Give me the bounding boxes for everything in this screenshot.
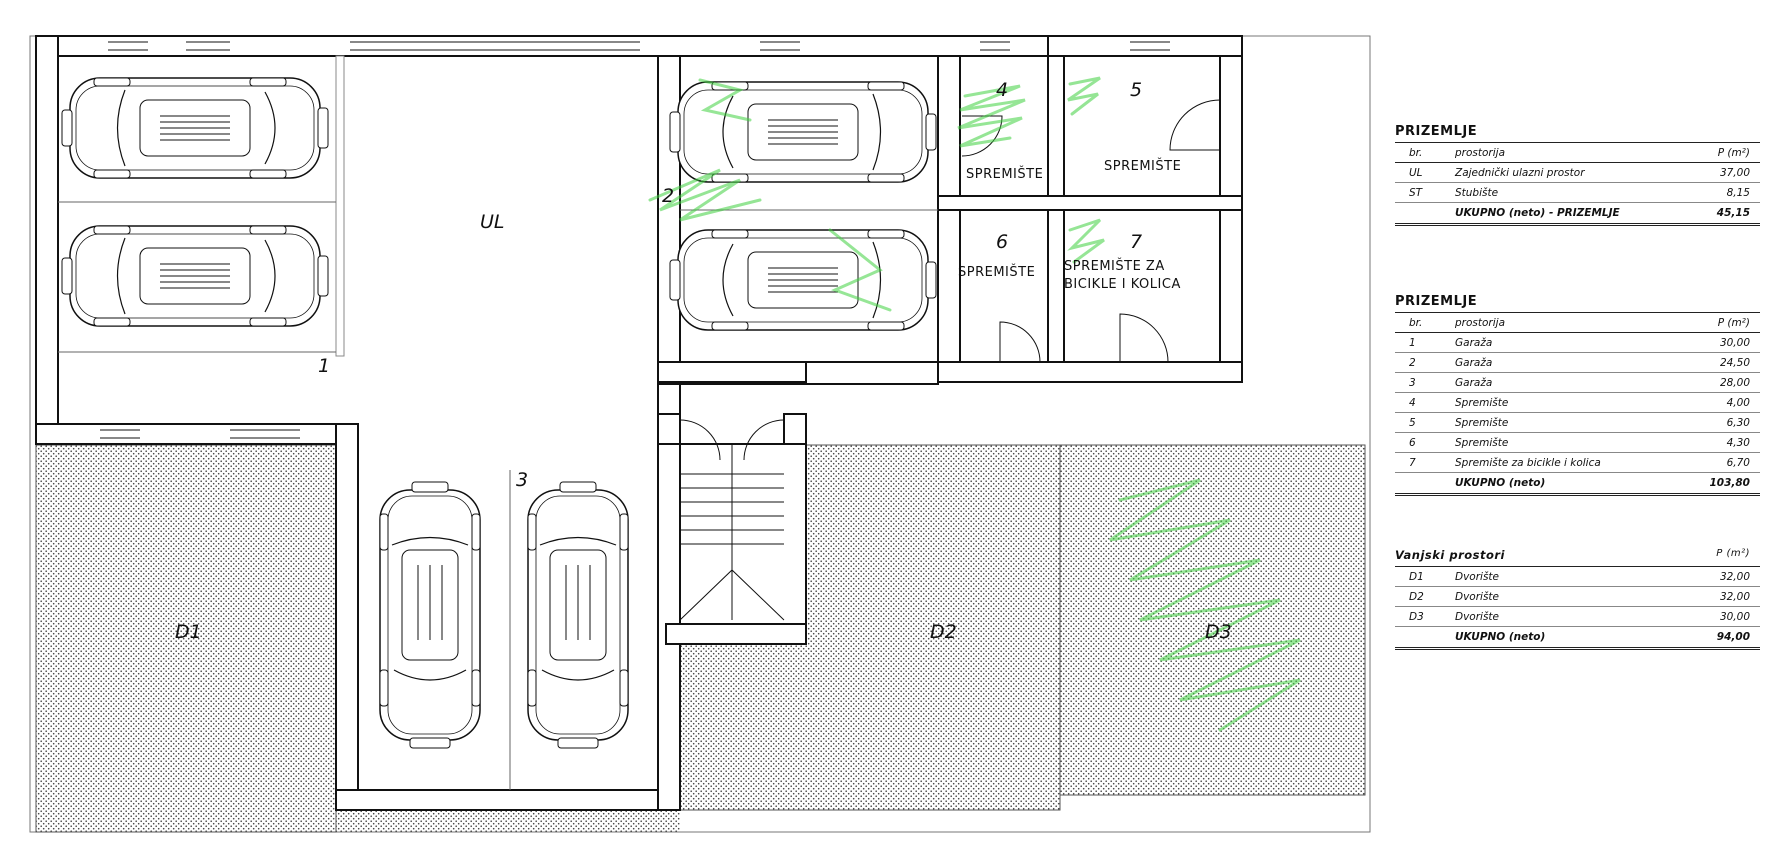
table-row: ST Stubište 8,15 (1395, 183, 1760, 203)
zone-label-d2: D2 (930, 621, 957, 643)
room-label-7-line1: SPREMIŠTE ZA (1064, 258, 1165, 274)
table-total-row: UKUPNO (neto) 103,80 (1395, 473, 1760, 496)
zone-label-d1: D1 (175, 621, 202, 643)
table-header-row: br. prostorija P (m²) (1395, 313, 1760, 333)
table-row: 2 Garaža 24,50 (1395, 353, 1760, 373)
table-row: 7 Spremište za bicikle i kolica 6,70 (1395, 453, 1760, 473)
room-label-5: SPREMIŠTE (1104, 158, 1181, 174)
room-numbers: 1 2 3 4 5 6 7 (318, 79, 1142, 491)
table-row: 3 Garaža 28,00 (1395, 373, 1760, 393)
table-row: D3 Dvorište 30,00 (1395, 607, 1760, 627)
table-title: Vanjski prostori P (m²) (1395, 548, 1760, 567)
courtyard-strip (336, 810, 680, 832)
room-number-7: 7 (1130, 231, 1142, 253)
room-number-4: 4 (996, 79, 1008, 101)
zone-label-ul: UL (480, 211, 505, 233)
room-number-5: 5 (1130, 79, 1142, 101)
header-area: P (m²) (1717, 147, 1750, 159)
header-room: prostorija (1455, 147, 1506, 159)
zone-label-d3: D3 (1205, 621, 1232, 643)
room-number-1: 1 (318, 355, 330, 377)
table-row: D1 Dvorište 32,00 (1395, 567, 1760, 587)
table-row: 4 Spremište 4,00 (1395, 393, 1760, 413)
room-labels: SPREMIŠTE SPREMIŠTE SPREMIŠTE SPREMIŠTE … (958, 158, 1181, 292)
header-no: br. (1409, 147, 1423, 159)
windows (100, 41, 1170, 439)
table-row: 1 Garaža 30,00 (1395, 333, 1760, 353)
table-title: PRIZEMLJE (1395, 294, 1760, 313)
table-prizemlje-rooms: PRIZEMLJE br. prostorija P (m²) 1 Garaža… (1395, 294, 1760, 496)
room-number-3: 3 (516, 469, 528, 491)
courtyard-d3 (1059, 444, 1366, 796)
table-total-row: UKUPNO (neto) 94,00 (1395, 627, 1760, 650)
zone-labels: UL D1 D2 D3 (175, 211, 1232, 643)
table-row: UL Zajednički ulazni prostor 37,00 (1395, 163, 1760, 183)
room-label-7-line2: BICIKLE I KOLICA (1064, 277, 1181, 292)
table-row: 6 Spremište 4,30 (1395, 433, 1760, 453)
table-outdoor: Vanjski prostori P (m²) D1 Dvorište 32,0… (1395, 548, 1760, 650)
table-row: 5 Spremište 6,30 (1395, 413, 1760, 433)
table-header-row: br. prostorija P (m²) (1395, 143, 1760, 163)
table-title: PRIZEMLJE (1395, 124, 1760, 143)
room-number-6: 6 (996, 231, 1008, 253)
marker-highlights (648, 76, 1301, 732)
staircase (679, 444, 785, 621)
table-prizemlje-common: PRIZEMLJE br. prostorija P (m²) UL Zajed… (1395, 124, 1760, 226)
room-label-6: SPREMIŠTE (958, 264, 1035, 280)
table-total-row: UKUPNO (neto) - PRIZEMLJE 45,15 (1395, 203, 1760, 226)
table-row: D2 Dvorište 32,00 (1395, 587, 1760, 607)
room-number-2: 2 (662, 185, 674, 207)
room-label-4: SPREMIŠTE (966, 166, 1043, 182)
